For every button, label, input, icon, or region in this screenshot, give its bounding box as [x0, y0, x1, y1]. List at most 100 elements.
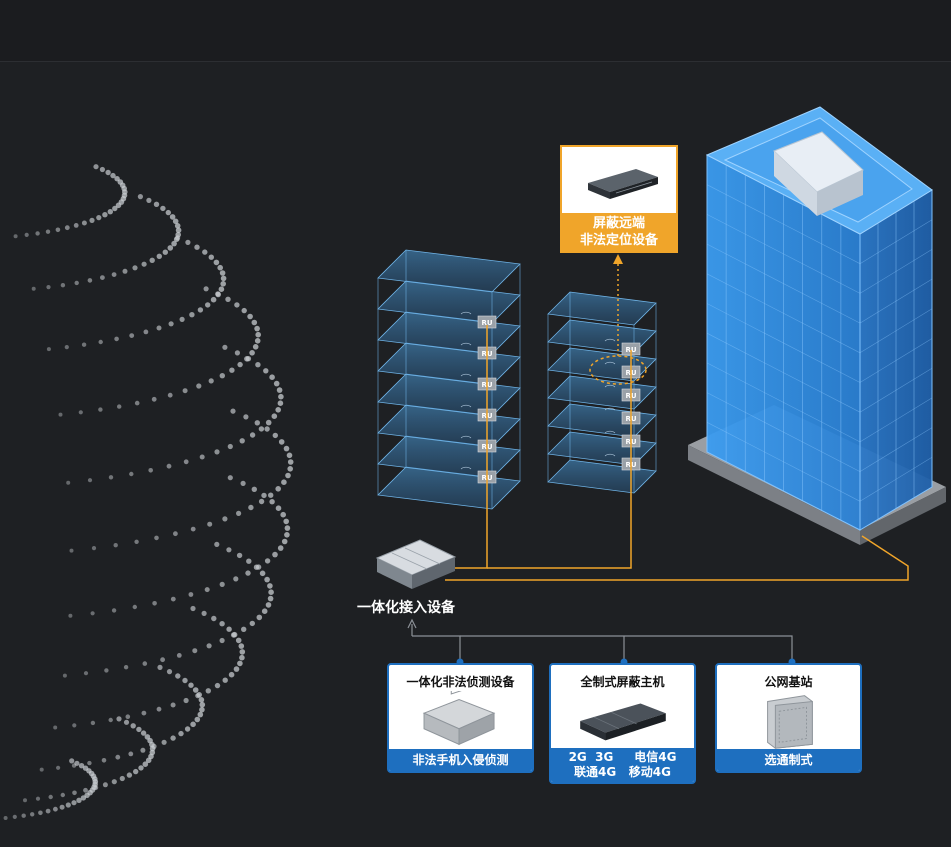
- globe-dot: [66, 480, 71, 485]
- globe-dot: [192, 687, 199, 693]
- globe-dot: [214, 541, 220, 548]
- globe-dot: [225, 296, 231, 302]
- globe-dot: [219, 637, 225, 644]
- signal-icon: [604, 384, 616, 388]
- globe-dot: [273, 380, 280, 387]
- globe-dot: [182, 388, 188, 394]
- signal-icon: [604, 430, 616, 434]
- globe-dot: [78, 410, 83, 415]
- globe-dot: [175, 235, 181, 241]
- globe-dot: [56, 765, 61, 770]
- globe-dot: [275, 486, 282, 492]
- globe-dot: [183, 697, 189, 704]
- globe-dot: [287, 459, 294, 465]
- globe-dot: [87, 478, 93, 483]
- globe-dot: [284, 525, 291, 531]
- globe-dot: [188, 592, 194, 597]
- globe-dot: [197, 307, 204, 313]
- globe-dot: [182, 677, 188, 684]
- rooftop-box-side: [817, 170, 863, 216]
- globe-dot: [170, 702, 176, 708]
- globe-dot: [73, 223, 79, 228]
- globe-dot: [23, 798, 27, 803]
- globe-dot: [99, 166, 105, 173]
- globe-dot: [111, 272, 117, 277]
- globe-dot: [254, 420, 260, 426]
- globe-dot: [81, 342, 87, 347]
- globe-dot: [194, 716, 201, 723]
- locator-ring: [589, 355, 647, 385]
- globe-dot: [24, 232, 29, 237]
- globe-dot: [156, 325, 162, 331]
- card-caption-line: 选通制式: [764, 753, 813, 767]
- globe-dot: [173, 531, 178, 537]
- globe-dot: [210, 296, 217, 303]
- tower-building: [688, 106, 946, 545]
- top-band: [0, 0, 951, 62]
- globe-dot: [172, 218, 179, 225]
- globe-dot: [272, 432, 278, 439]
- globe-dot: [129, 471, 134, 477]
- signal-icon: [460, 466, 472, 470]
- globe-dot: [53, 806, 58, 812]
- card-caption-line: 2G 3G 电信4G: [568, 750, 677, 764]
- globe-dot: [53, 725, 58, 730]
- globe-dot: [219, 373, 225, 379]
- globe-dot: [65, 802, 71, 808]
- globe-dot: [278, 393, 284, 400]
- globe-dot: [261, 492, 267, 499]
- globe-dot: [78, 763, 85, 769]
- card-title: 公网基站: [764, 675, 813, 689]
- globe-dot: [113, 543, 118, 548]
- globe-dot: [245, 570, 251, 576]
- globe-dot: [126, 772, 133, 778]
- globe-dot: [211, 615, 217, 622]
- globe-dot: [287, 466, 294, 472]
- detector-device-card: 一体化非法侦测设备 非法手机入侵侦测: [387, 663, 534, 773]
- globe-dot: [151, 396, 157, 402]
- globe-dot: [281, 479, 287, 486]
- globe-dot: [236, 552, 243, 559]
- signal-icon: [460, 404, 472, 408]
- globe-dot: [248, 504, 254, 511]
- globe-dot: [132, 265, 138, 271]
- globe-dot: [87, 760, 92, 766]
- globe-dot: [205, 688, 211, 694]
- globe-dot: [228, 671, 235, 678]
- globe-dot: [175, 227, 182, 233]
- card-caption-line: 非法手机入侵侦测: [412, 753, 509, 767]
- globe-dot: [136, 726, 142, 733]
- globe-dot: [196, 692, 202, 698]
- globe-dot: [194, 244, 200, 250]
- globe-dot: [108, 717, 113, 723]
- globe-dot: [219, 270, 226, 276]
- globe-dot: [178, 730, 184, 737]
- globe-dot: [128, 751, 134, 757]
- globe-dot: [245, 356, 252, 362]
- globe-dot: [281, 538, 288, 545]
- globe-dot: [123, 665, 129, 670]
- globe-dot: [246, 558, 252, 564]
- signal-icon: [604, 361, 616, 365]
- globe-dot: [286, 452, 293, 459]
- card-title: 全制式屏蔽主机: [580, 675, 665, 689]
- globe-dot: [247, 313, 253, 320]
- globe-dot: [267, 583, 273, 589]
- globe-dot: [134, 400, 140, 406]
- globe-dot: [283, 518, 290, 525]
- globe-dot: [162, 249, 168, 255]
- globe-dot: [179, 316, 185, 322]
- globe-dot: [213, 259, 220, 266]
- globe-dot: [275, 407, 282, 413]
- globe-dot: [68, 613, 73, 618]
- globe-dot: [190, 605, 196, 612]
- globe-dot: [71, 800, 77, 806]
- globe-dot: [222, 516, 228, 522]
- globe-dot: [203, 286, 209, 292]
- globe-dot: [220, 275, 227, 282]
- globe-dot: [48, 794, 53, 800]
- globe-dot: [143, 329, 149, 335]
- globe-dot: [45, 808, 51, 814]
